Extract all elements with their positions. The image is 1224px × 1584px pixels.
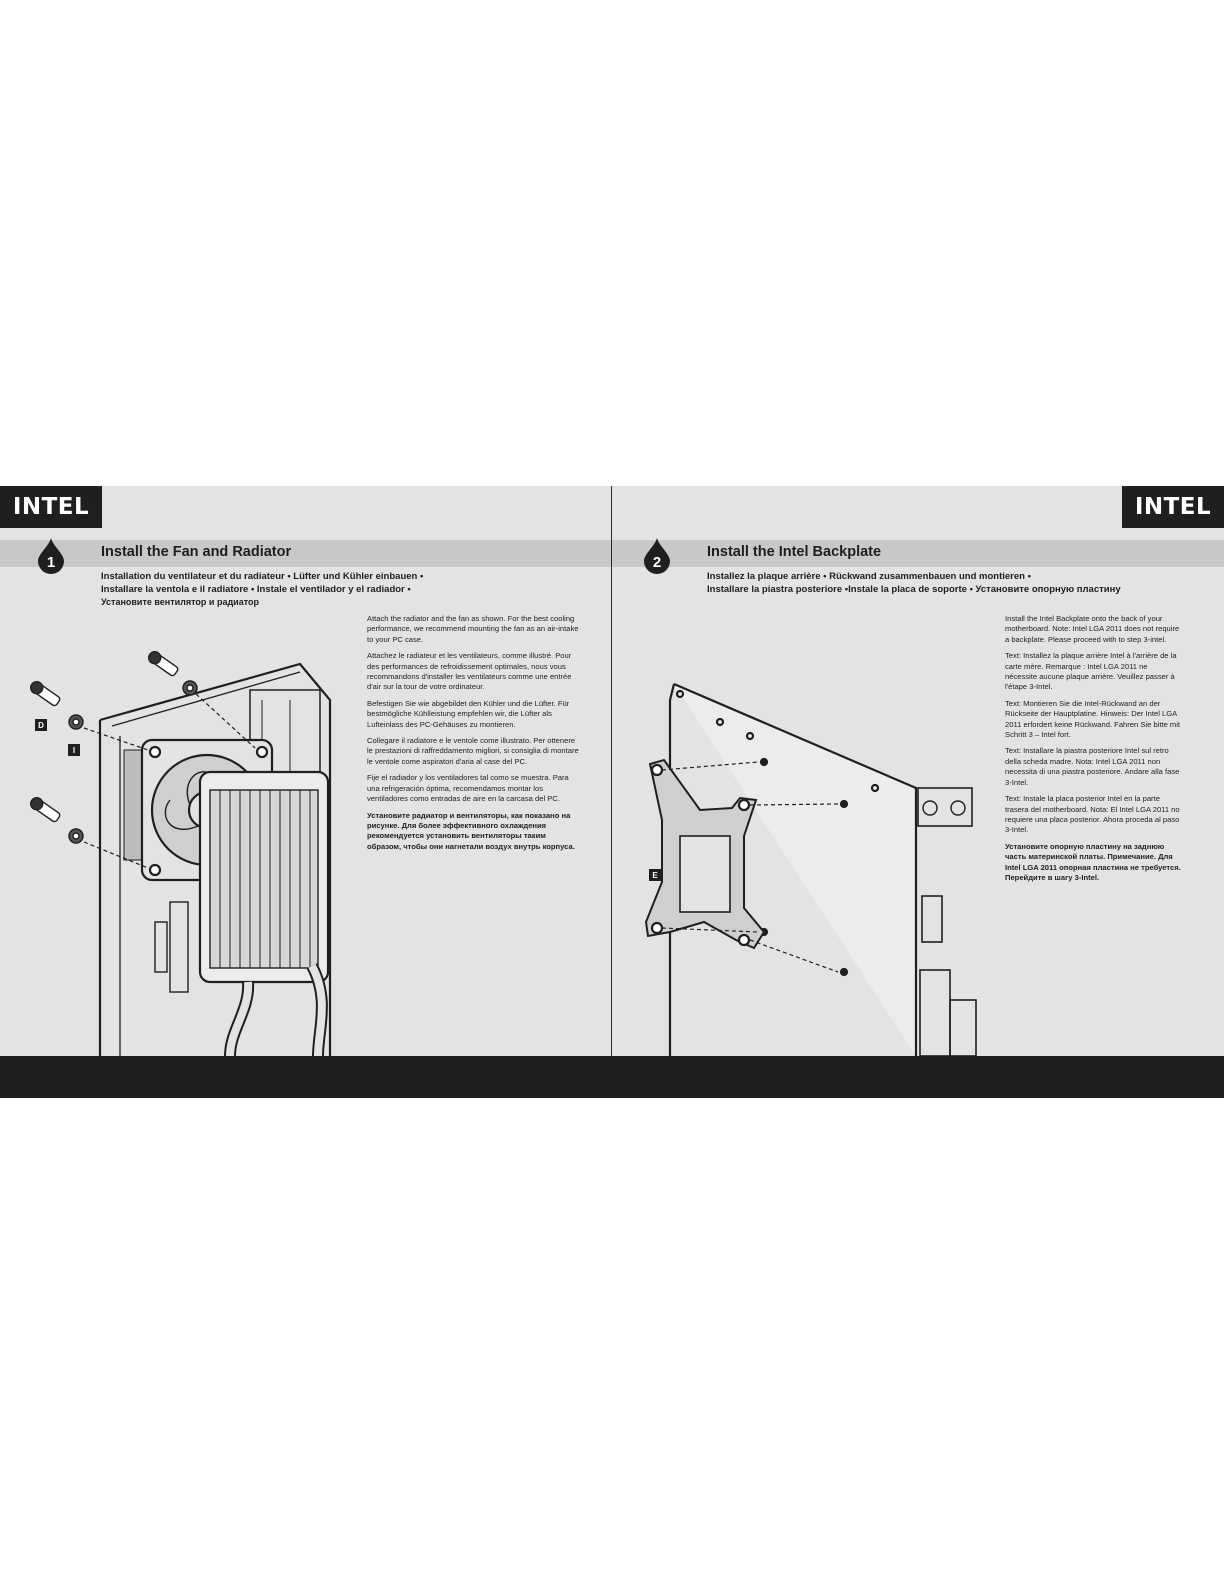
step-2-subtitle-line-1: Installez la plaque arrière • Rückwand z… — [707, 571, 1031, 582]
step-2-drop-icon: 2 — [642, 538, 672, 574]
part-label-e: E — [649, 869, 661, 881]
step-1-subtitle-line-3: Установите вентилятор и радиатор — [101, 597, 259, 607]
step-1-subtitle-line-2: Installare la ventola e il radiatore • I… — [101, 584, 411, 595]
intel-tag-left: INTEL — [0, 486, 102, 528]
backplate-illustration — [644, 682, 977, 1056]
step-1-header-band — [0, 540, 611, 567]
step-1-subtitle-line-1: Installation du ventilateur et du radiat… — [101, 571, 424, 582]
part-label-d: D — [35, 719, 47, 731]
step-1-text-es: Fije el radiador y los ventiladores tal … — [367, 773, 569, 804]
step-1-text-ru: Установите радиатор и вентиляторы, как п… — [367, 810, 575, 851]
step-1-number: 1 — [46, 554, 56, 571]
step-1-text-fr: Attachez le radiateur et les ventilateur… — [367, 651, 572, 692]
step-2-text-en: Install the Intel Backplate onto the bac… — [1005, 614, 1180, 644]
step-1-drop-icon: 1 — [36, 538, 66, 574]
step-1-text-de: Befestigen Sie wie abgebildet den Kühler… — [367, 698, 570, 729]
part-label-i: I — [68, 744, 80, 756]
step-1-text-it: Collegare il radiatore e le ventole come… — [367, 736, 579, 766]
step-2-text-ru: Установите опорную пластину на заднюю ча… — [1005, 841, 1181, 882]
step-2-text-de: Text: Montieren Sie die Intel-Rückwand a… — [1005, 698, 1181, 740]
intel-tag-right: INTEL — [1122, 486, 1224, 528]
step-2-instructions: Install the Intel Backplate onto the bac… — [1005, 614, 1181, 889]
step-2-text-it: Text: Installare la piastra posteriore I… — [1005, 746, 1180, 787]
fan-radiator-illustration — [30, 651, 332, 1056]
step-2-text-es: Text: Instale la placa posterior Intel e… — [1005, 794, 1180, 835]
step-1-text-en: Attach the radiator and the fan as shown… — [367, 614, 579, 644]
step-2-number: 2 — [652, 554, 662, 571]
footer-bar — [0, 1056, 1224, 1098]
step-1-title: Install the Fan and Radiator — [101, 544, 292, 560]
step-2-header-band — [612, 540, 1224, 567]
step-2-subtitle-line-2: Installare la piastra posteriore •Instal… — [707, 584, 1121, 595]
step-1-instructions: Attach the radiator and the fan as shown… — [367, 614, 581, 858]
step-2-text-fr: Text: Installez la plaque arrière Intel … — [1005, 651, 1177, 692]
page-divider — [611, 486, 612, 1056]
step-2-title: Install the Intel Backplate — [707, 544, 882, 560]
